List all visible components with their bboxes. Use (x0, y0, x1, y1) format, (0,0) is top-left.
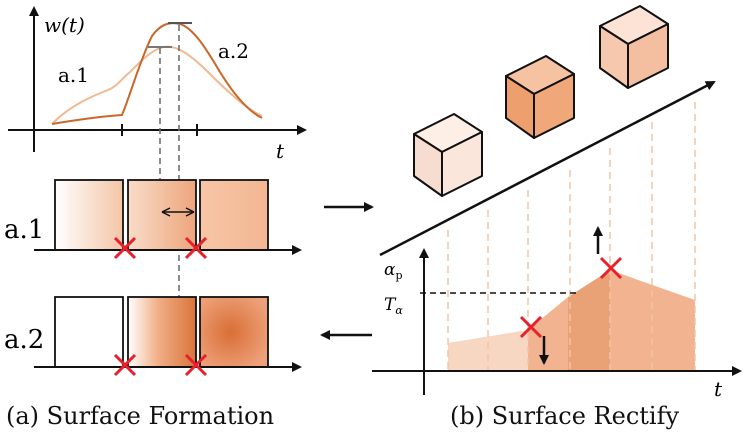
surface-block (199, 296, 269, 368)
panel-b: αp Tα t (372, 5, 742, 401)
curve-a1-label: a.1 (58, 63, 89, 87)
cube-icon (599, 5, 669, 89)
curve-a2-label: a.2 (218, 39, 249, 63)
cross-marker (113, 353, 137, 377)
surface-block (54, 179, 124, 251)
cross-marker (113, 236, 137, 260)
alpha-region-medium (528, 297, 568, 371)
alpha-xlabel: t (714, 377, 723, 401)
alpha-ylabel: αp (384, 260, 403, 282)
cube-icon (413, 113, 483, 197)
cube-icon (505, 55, 575, 139)
alpha-region-dark (568, 270, 610, 371)
surface-block (127, 296, 197, 368)
shift-arrow-head-right (185, 207, 195, 217)
cross-marker (184, 236, 208, 260)
plot-xlabel: t (276, 139, 285, 163)
row-a2-label: a.2 (4, 325, 44, 355)
row-a2: a.2 (4, 296, 302, 377)
cross-marker (184, 353, 208, 377)
cross-marker (519, 315, 543, 339)
row-a1: a.1 (4, 179, 302, 260)
time-guide-lines (447, 102, 696, 371)
diagonal-time-arrow (379, 80, 716, 257)
curve-a1 (51, 45, 263, 125)
panel-a-plot: w(t) t a.1 a.2 (8, 6, 307, 163)
threshold-label: Tα (384, 295, 403, 317)
shift-arrow-head-left (161, 207, 171, 217)
plot-ylabel: w(t) (44, 13, 85, 37)
surface-block (54, 296, 124, 368)
cross-marker (599, 256, 623, 280)
caption-panel-b: (b) Surface Rectify (450, 402, 680, 430)
row-a1-label: a.1 (4, 215, 44, 245)
alpha-region-light-left (448, 330, 528, 371)
curve-a2 (51, 22, 263, 125)
surface-block (199, 179, 269, 251)
caption-panel-a: (a) Surface Formation (6, 402, 275, 430)
